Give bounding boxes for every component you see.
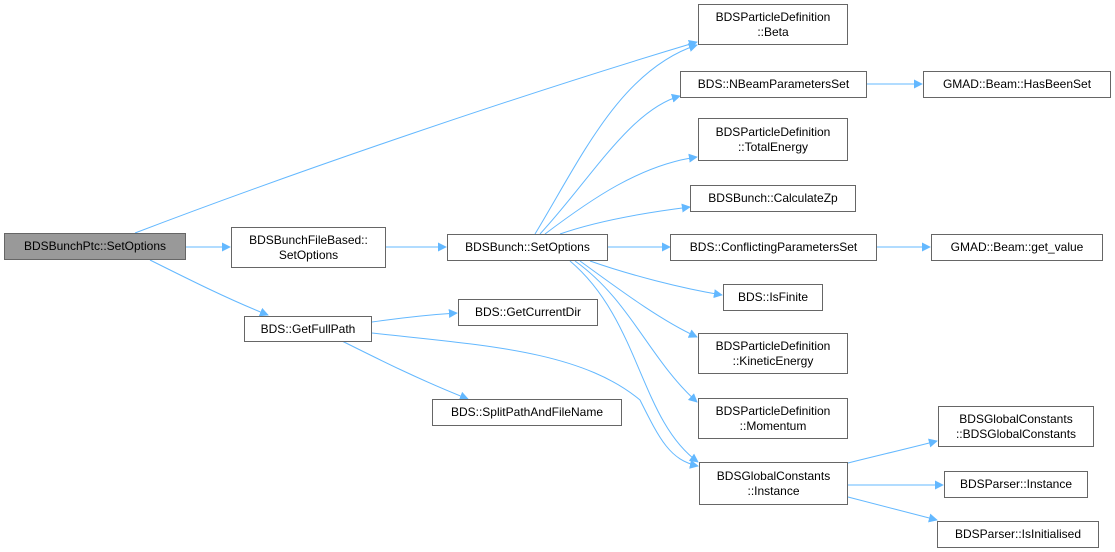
edge-bunch-to-gcinstance [569,260,699,463]
node-label-line1: BDSGlobalConstants [959,411,1073,426]
node-label-line2: ::BDSGlobalConstants [955,426,1077,441]
node-bds-isfinite[interactable]: BDS::IsFinite [723,284,823,311]
edge-bunch-to-totalenergy [544,153,698,235]
node-bdsbunchptc-setoptions: BDSBunchPtc::SetOptions [4,233,186,260]
edge-bunch-to-nbeam [539,93,681,235]
edge-gcinstance-to-ctor [847,438,938,464]
node-label: GMAD::Beam::get_value [950,240,1084,254]
node-label: BDSParser::Instance [959,477,1073,491]
node-label: BDSBunch::CalculateZp [708,191,838,205]
node-label-line1: BDSBunchFileBased:: [249,232,368,247]
node-bdsbunch-calculatezp[interactable]: BDSBunch::CalculateZp [690,185,856,212]
node-label-line2: ::KineticEnergy [732,353,814,368]
edge-ptc-to-beta [134,40,698,234]
node-bds-splitpathandfilename[interactable]: BDS::SplitPathAndFileName [432,399,622,426]
node-label-line1: BDSGlobalConstants [716,468,831,483]
node-label-line1: BDSParticleDefinition [715,338,831,353]
node-bds-conflictingparametersset[interactable]: BDS::ConflictingParametersSet [670,234,877,261]
node-gmad-beam-getvalue[interactable]: GMAD::Beam::get_value [931,234,1103,261]
node-bdsparticledefinition-beta[interactable]: BDSParticleDefinition ::Beta [698,4,848,45]
node-label-line2: ::TotalEnergy [737,139,809,154]
node-gmad-beam-hasbeenset[interactable]: GMAD::Beam::HasBeenSet [923,71,1111,98]
edge-getfullpath-to-gcinstance [371,332,699,469]
node-bds-getfullpath[interactable]: BDS::GetFullPath [244,316,372,342]
node-label: BDSParser::IsInitialised [954,527,1082,541]
edge-bunch-to-calculatezp [559,203,691,235]
node-label-line2: ::Instance [747,483,800,498]
node-label: BDS::GetFullPath [260,321,356,336]
node-label-line2: ::Momentum [739,418,807,433]
edge-bunch-to-kineticenergy [579,260,698,338]
node-bdsglobalconstants-ctor[interactable]: BDSGlobalConstants ::BDSGlobalConstants [938,406,1094,447]
node-label: BDSBunch::SetOptions [465,240,590,254]
edge-getfullpath-to-splitpath [339,339,469,401]
node-label-line1: BDSParticleDefinition [715,9,831,24]
node-bdsparser-instance[interactable]: BDSParser::Instance [944,471,1088,498]
node-bdsparticledefinition-momentum[interactable]: BDSParticleDefinition ::Momentum [698,398,848,439]
node-label-line1: BDSParticleDefinition [715,124,831,139]
node-label: BDS::NBeamParametersSet [697,77,850,91]
node-label-line2: SetOptions [278,247,339,262]
edge-ptc-to-getfullpath [149,259,269,317]
node-label-line2: ::Beta [757,24,789,39]
node-label: BDS::SplitPathAndFileName [450,405,604,419]
node-bdsparticledefinition-totalenergy[interactable]: BDSParticleDefinition ::TotalEnergy [698,118,848,161]
node-label: BDSBunchPtc::SetOptions [23,239,167,253]
node-label: BDS::IsFinite [737,290,809,304]
node-bdsparticledefinition-kineticenergy[interactable]: BDSParticleDefinition ::KineticEnergy [698,333,848,374]
edge-gcinstance-to-isinit [847,496,938,523]
node-label-line1: BDSParticleDefinition [715,403,831,418]
node-label: BDS::GetCurrentDir [474,305,582,319]
node-bdsbunchfilebased-setoptions[interactable]: BDSBunchFileBased:: SetOptions [231,227,386,268]
node-label: BDS::ConflictingParametersSet [689,240,858,254]
node-label: GMAD::Beam::HasBeenSet [942,77,1092,91]
edge-getfullpath-to-currentdir [371,309,458,323]
node-bds-nbeamparametersset[interactable]: BDS::NBeamParametersSet [680,71,867,98]
node-bdsbunch-setoptions[interactable]: BDSBunch::SetOptions [447,234,608,261]
node-bds-getcurrentdir[interactable]: BDS::GetCurrentDir [458,299,598,326]
edge-bunch-to-momentum [574,260,698,403]
node-bdsglobalconstants-instance[interactable]: BDSGlobalConstants ::Instance [699,462,848,505]
edge-bunch-to-beta [534,43,698,235]
edge-bunch-to-isfinite [589,260,723,299]
node-bdsparser-isinitialised[interactable]: BDSParser::IsInitialised [937,521,1099,548]
